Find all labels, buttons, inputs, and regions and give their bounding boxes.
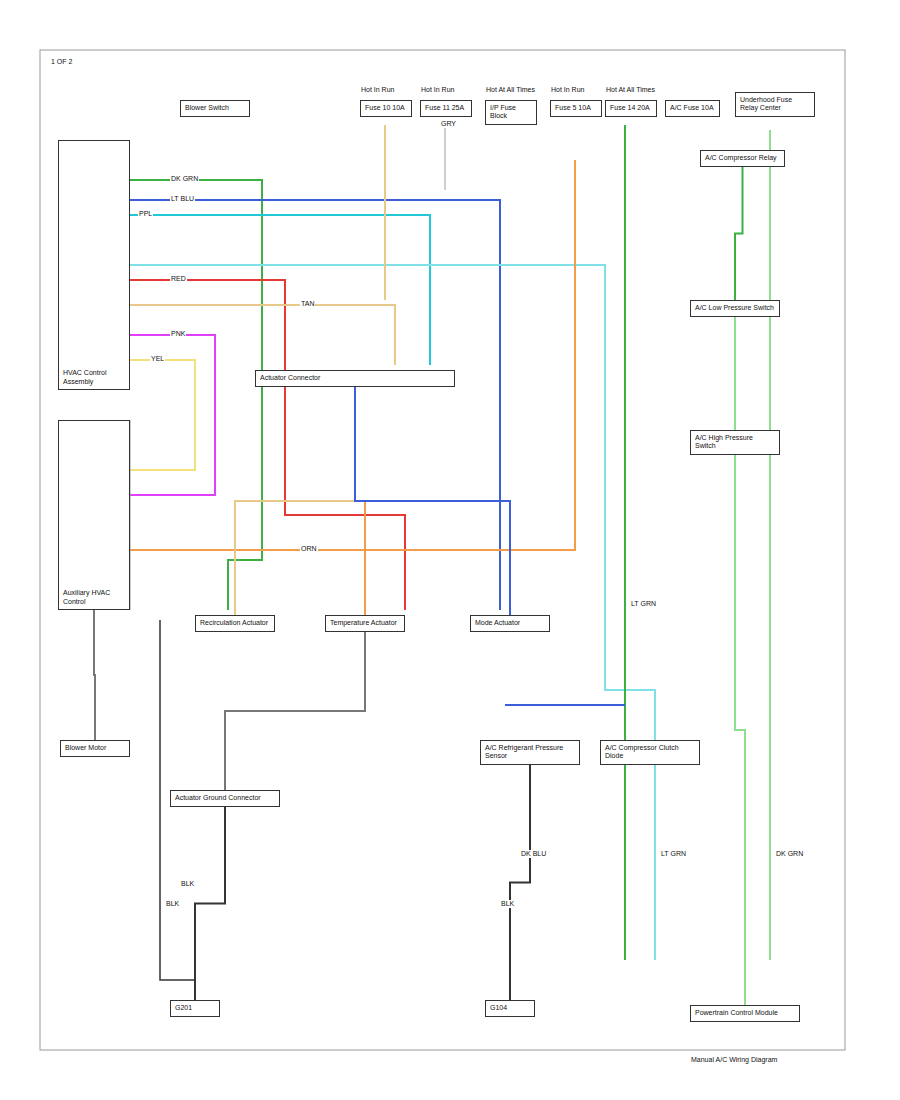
component-name: Mode Actuator [475, 619, 545, 627]
component-name: G201 [175, 1004, 215, 1012]
component-box: Powertrain Control Module [690, 1005, 800, 1022]
component-box: Fuse 10 10A [360, 100, 412, 117]
component-box: A/C Compressor Clutch Diode [600, 740, 700, 765]
component-box: Actuator Ground Connector [170, 790, 280, 807]
wire-label: LT GRN [660, 850, 687, 858]
wire-label: GRY [440, 120, 457, 128]
wire-label: BLK [180, 880, 195, 888]
wire [130, 180, 262, 610]
component-box: G201 [170, 1000, 220, 1017]
component-name: A/C High Pressure Switch [695, 434, 775, 451]
wire-connector [510, 765, 530, 1000]
wire-label: PNK [170, 330, 186, 338]
wire [624, 125, 626, 960]
component-box: Fuse 5 10A [550, 100, 602, 117]
component-box: Recirculation Actuator [195, 615, 275, 632]
wire [130, 335, 215, 495]
wire-label: Hot In Run [550, 86, 585, 94]
wire-label: Hot At All Times [485, 86, 536, 94]
wire-label: DK GRN [170, 175, 199, 183]
wire-connector [225, 632, 365, 790]
component-name: Fuse 14 20A [610, 104, 652, 112]
wire-connector [734, 317, 736, 430]
wire [130, 160, 575, 550]
wire-label: 1 OF 2 [50, 58, 73, 66]
component-box: Blower Motor [60, 740, 130, 757]
component-box: Mode Actuator [470, 615, 550, 632]
component-box: A/C Low Pressure Switch [690, 300, 780, 317]
component-box: A/C Fuse 10A [665, 100, 720, 117]
wire-connector [195, 807, 225, 1000]
wire-connector [355, 387, 510, 615]
component-name: Recirculation Actuator [200, 619, 270, 627]
wire [130, 265, 655, 960]
wire [130, 360, 195, 470]
wire-connector [235, 387, 355, 615]
component-name: Blower Switch [185, 104, 245, 112]
wire [130, 280, 405, 610]
component-name: Powertrain Control Module [695, 1009, 795, 1017]
wire [444, 125, 446, 190]
wire-label: DK BLU [520, 850, 547, 858]
wire [769, 130, 771, 960]
component-box: Fuse 14 20A [605, 100, 657, 117]
component-box: Auxiliary HVAC Control [58, 420, 130, 610]
component-name: G104 [490, 1004, 530, 1012]
wire-label: LT GRN [630, 600, 657, 608]
component-box: Underhood Fuse Relay Center [735, 92, 815, 117]
wire-label: RED [170, 275, 187, 283]
wire-connector [735, 455, 745, 1005]
wire-label: Hot In Run [420, 86, 455, 94]
wire-label: LT BLU [170, 195, 195, 203]
wire-label: BLK [165, 900, 180, 908]
component-box: Actuator Connector [255, 370, 455, 387]
wire-connector [735, 167, 743, 300]
component-name: Fuse 11 25A [425, 104, 467, 112]
component-name: A/C Compressor Relay [705, 154, 780, 162]
wire [130, 305, 395, 365]
component-name: I/P Fuse Block [490, 104, 532, 121]
wire-label: ORN [300, 545, 318, 553]
component-box: A/C Compressor Relay [700, 150, 785, 167]
component-box: Blower Switch [180, 100, 250, 117]
wire-label: Hot In Run [360, 86, 395, 94]
component-name: Fuse 10 10A [365, 104, 407, 112]
wire [384, 125, 386, 300]
component-name: HVAC Control Assembly [63, 369, 125, 386]
component-box: I/P Fuse Block [485, 100, 537, 125]
component-box: Fuse 11 25A [420, 100, 472, 117]
component-box: HVAC Control Assembly [58, 140, 130, 390]
component-box: A/C High Pressure Switch [690, 430, 780, 455]
component-box: A/C Refrigerant Pressure Sensor [480, 740, 580, 765]
component-name: A/C Compressor Clutch Diode [605, 744, 695, 761]
component-name: A/C Fuse 10A [670, 104, 715, 112]
component-box: Temperature Actuator [325, 615, 405, 632]
wire-label: TAN [300, 300, 315, 308]
component-name: Blower Motor [65, 744, 125, 752]
component-box: G104 [485, 1000, 535, 1017]
wire-label: BLK [500, 900, 515, 908]
wire-label: Hot At All Times [605, 86, 656, 94]
wire [130, 200, 500, 610]
wire [505, 704, 625, 706]
wire-label: DK GRN [775, 850, 804, 858]
component-name: Underhood Fuse Relay Center [740, 96, 810, 113]
page-frame [40, 50, 845, 1050]
component-name: Auxiliary HVAC Control [63, 589, 125, 606]
wire-connector [94, 610, 95, 740]
wire-label: PPL [138, 210, 153, 218]
wire-label: Manual A/C Wiring Diagram [690, 1056, 778, 1064]
component-name: A/C Low Pressure Switch [695, 304, 775, 312]
wire-label: YEL [150, 355, 165, 363]
component-name: Actuator Ground Connector [175, 794, 275, 802]
component-name: Fuse 5 10A [555, 104, 597, 112]
component-name: A/C Refrigerant Pressure Sensor [485, 744, 575, 761]
component-name: Temperature Actuator [330, 619, 400, 627]
component-name: Actuator Connector [260, 374, 450, 382]
